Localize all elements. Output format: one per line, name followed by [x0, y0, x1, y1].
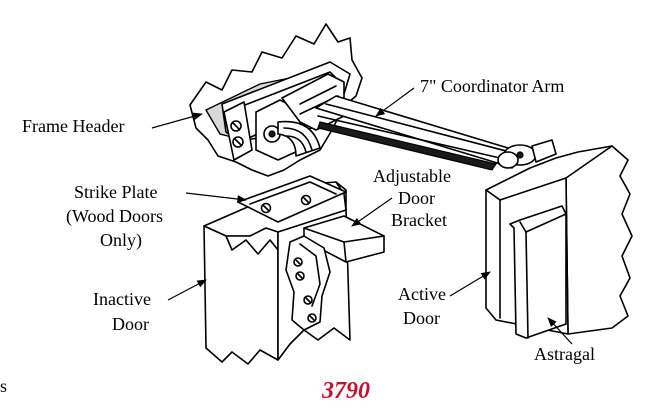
label-active-door: Active Door	[398, 271, 491, 328]
label-inactive-door: Inactive Door	[93, 279, 207, 334]
label-strike-plate: Strike Plate (Wood Doors Only)	[66, 182, 247, 251]
svg-text:Door: Door	[112, 314, 149, 334]
label-coordinator-arm: 7" Coordinator Arm	[375, 76, 564, 117]
corner-fragment: s	[0, 376, 7, 396]
svg-text:Active: Active	[398, 284, 446, 304]
label-adjustable-door-bracket: Adjustable Door Bracket	[351, 166, 451, 230]
svg-text:Adjustable: Adjustable	[373, 166, 451, 186]
active-door	[485, 145, 633, 339]
svg-text:(Wood Doors: (Wood Doors	[66, 206, 163, 227]
label-frame-header: Frame Header	[22, 112, 203, 136]
label-astragal: Astragal	[534, 317, 595, 364]
model-number: 3790	[321, 378, 370, 404]
svg-text:Door: Door	[398, 188, 435, 208]
svg-text:7" Coordinator Arm: 7" Coordinator Arm	[420, 76, 564, 96]
astragal	[509, 205, 567, 339]
svg-text:Frame Header: Frame Header	[22, 116, 124, 136]
coordinator-arm	[315, 95, 557, 171]
svg-text:Astragal: Astragal	[534, 344, 595, 364]
svg-text:Door: Door	[403, 308, 440, 328]
svg-text:Inactive: Inactive	[93, 289, 151, 309]
svg-text:Bracket: Bracket	[391, 210, 447, 230]
adjustable-door-bracket	[285, 215, 385, 331]
svg-text:Strike Plate: Strike Plate	[74, 182, 158, 202]
svg-text:Only): Only)	[100, 230, 142, 251]
frame-header	[189, 23, 363, 177]
